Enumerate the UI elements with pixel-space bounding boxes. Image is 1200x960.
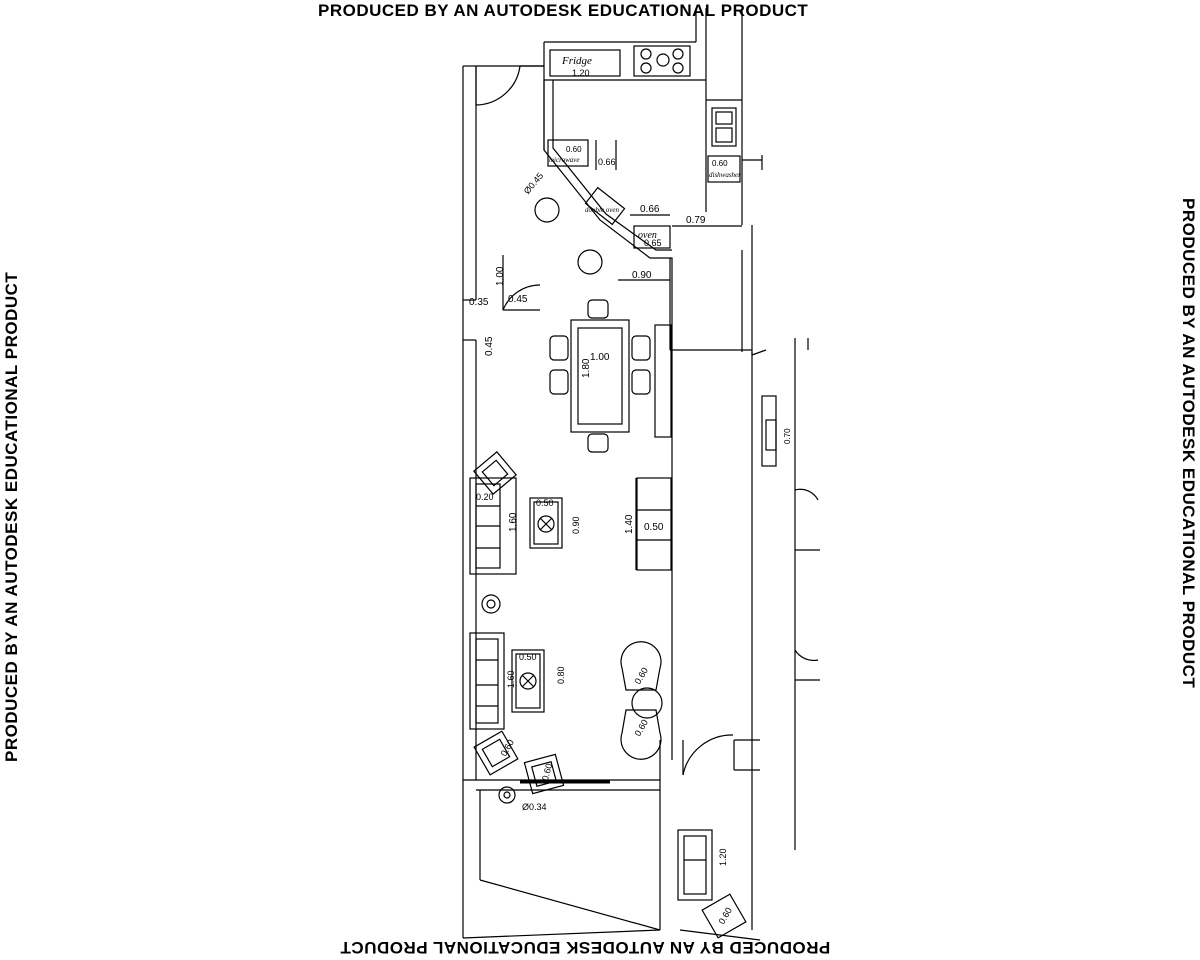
ext-sofa-dim: 1.20 [718,848,728,866]
side-070: 0.70 [783,428,792,444]
coffee2-width: 0.50 [519,652,537,662]
dim-066: 0.66 [640,204,660,215]
living-area-2: 1.60 0.50 0.80 0.60 0.60 0.60 0.60 Ø0.34 [469,632,663,812]
chair-r2 [631,369,651,395]
armchair-3 [523,753,565,795]
micro-dim: 0.60 [566,145,582,154]
ext-sofa [677,829,713,901]
arm-060b: 0.60 [540,762,554,782]
dim-100: 1.00 [495,266,506,286]
coffee1-width: 0.50 [536,498,554,508]
chair-l1 [549,335,569,361]
round-table [631,687,663,719]
plant-2 [519,672,537,690]
watermark-top: PRODUCED BY AN AUTODESK EDUCATIONAL PROD… [318,1,809,20]
microwave [547,139,589,167]
double-oven-label: double oven [585,206,620,214]
fridge-dim: 1.20 [572,68,590,78]
ext-chair-dim: 0.60 [717,906,734,926]
floor-lamp-1 [481,594,501,614]
round-chair-2 [620,709,662,760]
tv-unit [636,477,672,571]
dining-area: 1.00 0.35 0.45 0.45 1.00 1.80 [469,266,672,453]
sink [711,107,737,147]
sofa2-dim: 1.60 [506,670,516,688]
chair-top [587,299,609,319]
dim-045b: 0.45 [484,336,495,356]
fridge [549,49,621,77]
coffee1-length: 0.90 [571,516,581,534]
dim-045a: 0.45 [508,294,528,305]
oven-dim: 0.65 [644,238,662,248]
chair-bottom [587,433,609,453]
oven-label: oven [638,230,657,241]
dim-090: 0.90 [632,270,652,281]
dish-dim: 0.60 [712,159,728,168]
lamp-phi: Ø0.34 [522,802,547,812]
chair-r1 [631,335,651,361]
armchair-2 [473,730,519,776]
sofa1-top: 0.20 [476,492,494,502]
dishwasher-label: dishwasher [709,171,741,179]
tv-length: 1.40 [624,514,635,534]
dining-table [570,319,630,433]
coffee-table-1 [529,497,563,549]
table-width: 1.00 [590,352,610,363]
stove [633,45,691,77]
doors [475,65,734,776]
chair-060a: 0.60 [633,666,650,686]
coffee2-length: 0.80 [556,666,566,684]
sofa-2 [469,632,505,730]
oven [633,225,671,249]
coffee-table-2 [511,649,545,713]
table-length: 1.80 [581,358,592,378]
kitchen: Fridge 1.20 dishwasher 0.60 microwave 0.… [522,45,742,281]
sideboard [654,324,672,438]
sofa1-dim: 1.60 [508,512,519,532]
fridge-label: Fridge [561,55,592,67]
adjacent-unit: 0.70 1.20 0.60 [677,155,820,941]
sofa-1 [469,477,517,575]
round-chair-1 [620,641,662,691]
tv-width: 0.50 [644,522,664,533]
double-oven [584,186,626,226]
chair-l2 [549,369,569,395]
living-area-1: 1.60 0.20 0.50 0.90 1.40 0.50 [469,451,672,614]
stool-1 [534,197,560,223]
armchair-1 [473,451,517,495]
dim-079: 0.79 [686,215,706,226]
dim-phi045: Ø0.45 [522,171,545,196]
dishwasher [707,155,741,183]
chair-060b: 0.60 [633,718,650,738]
ext-chair [701,893,747,939]
floor-lamp-2 [498,786,516,804]
dim-035: 0.35 [469,297,489,308]
plant-1 [537,515,555,533]
stool-2 [577,249,603,275]
exterior-walls [462,8,762,939]
micro-dim2: 0.66 [598,157,616,167]
microwave-label: microwave [549,156,579,164]
